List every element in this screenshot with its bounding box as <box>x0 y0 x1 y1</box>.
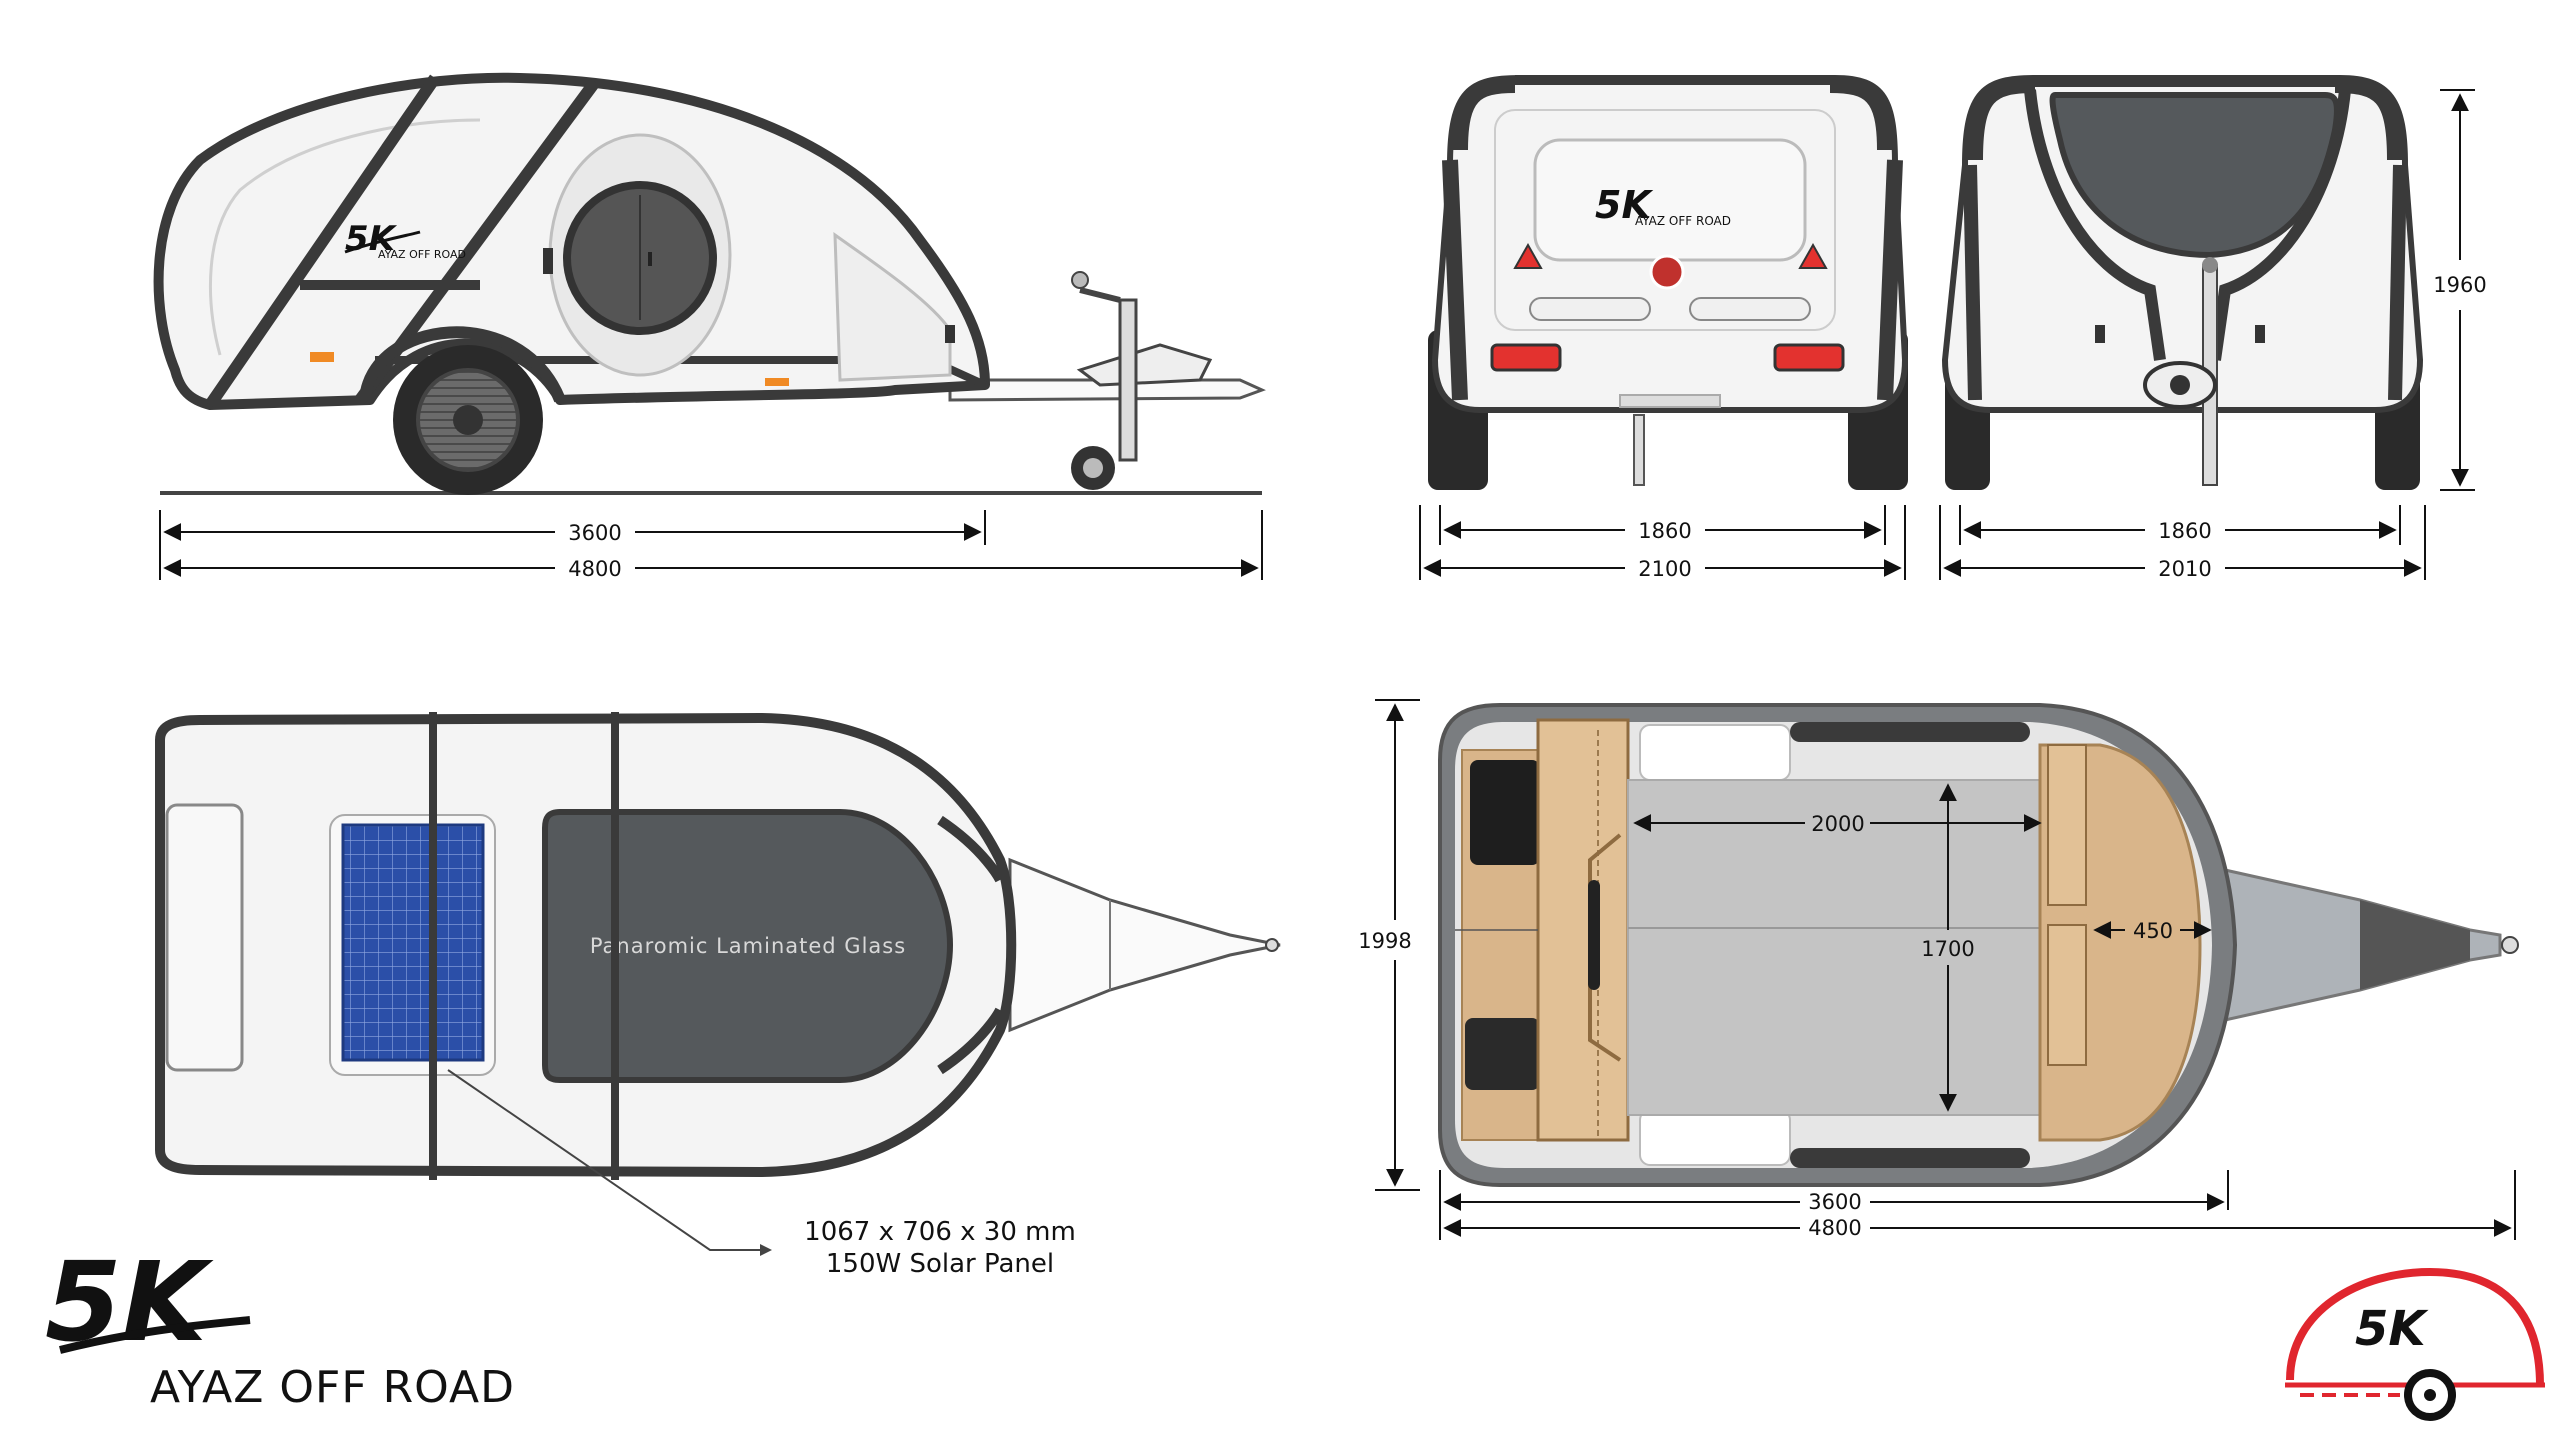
rear-tail-light-left <box>1490 343 1562 372</box>
dim-kitchen-depth: 450 <box>2133 919 2173 943</box>
solar-spec-power: 150W Solar Panel <box>826 1249 1054 1279</box>
brand-emblem-mark: 5K <box>2355 1301 2429 1357</box>
side-marker-rear <box>765 378 789 386</box>
rear-decal-name: AYAZ OFF ROAD <box>1635 214 1731 228</box>
side-dimensions: 3600 4800 <box>159 510 1263 581</box>
rear-decal: 5K AYAZ OFF ROAD <box>1595 183 1731 228</box>
solar-spec-size: 1067 x 706 x 30 mm <box>804 1217 1076 1247</box>
side-decal-name: AYAZ OFF ROAD <box>378 248 466 261</box>
plan-inner-dimensions: 2000 1700 450 <box>1455 783 2212 1112</box>
plan-kitchen-block <box>1536 718 1630 1142</box>
side-drawbar <box>948 271 1266 490</box>
rear-hatch <box>1533 138 1807 262</box>
side-porthole <box>548 133 732 377</box>
front-height-dimension: 1960 <box>2433 89 2487 491</box>
dim-plan-total-length: 4800 <box>1808 1216 1861 1240</box>
side-marker-front <box>310 352 334 362</box>
brand-emblem: 5K <box>2285 1267 2545 1421</box>
front-view: 1960 1860 2010 <box>1939 75 2487 581</box>
dim-rear-overall-width: 2100 <box>1638 557 1691 581</box>
plan-bed <box>1627 779 2049 1116</box>
rear-triangle-right <box>1798 242 1828 269</box>
brand-logo: 5K AYAZ OFF ROAD <box>45 1238 515 1413</box>
rear-decal-mark: 5K <box>1595 183 1653 227</box>
dim-bed-length: 2000 <box>1811 812 1864 836</box>
dim-plan-body-length: 3600 <box>1808 1190 1861 1214</box>
glass-label: Panaromic Laminated Glass <box>590 934 906 958</box>
dim-side-total-length: 4800 <box>568 557 621 581</box>
top-solar-panel <box>341 823 485 1062</box>
rear-emblem <box>1649 254 1685 290</box>
floor-plan: 2000 1700 450 1998 3600 4800 <box>1358 699 2519 1240</box>
dim-plan-width: 1998 <box>1358 929 1411 953</box>
dim-rear-axle-track: 1860 <box>1638 519 1691 543</box>
side-wheel <box>393 345 543 495</box>
top-glass <box>542 809 954 1083</box>
dim-side-body-length: 3600 <box>568 521 621 545</box>
dim-front-overall-width: 2010 <box>2158 557 2211 581</box>
front-dimensions: 1860 2010 <box>1939 505 2426 581</box>
top-view: Panaromic Laminated Glass 1067 x 706 x 3… <box>155 712 1281 1279</box>
rear-tail-light-right <box>1773 343 1845 372</box>
brand-logo-name: AYAZ OFF ROAD <box>150 1362 515 1413</box>
dim-front-axle-track: 1860 <box>2158 519 2211 543</box>
rear-view: 5K AYAZ OFF ROAD 1860 2100 <box>1419 75 1909 581</box>
side-view: 5K AYAZ OFF ROAD 3600 4800 <box>153 72 1266 581</box>
dim-bed-width: 1700 <box>1921 937 1974 961</box>
dim-front-height: 1960 <box>2433 273 2486 297</box>
rear-triangle-left <box>1513 242 1543 269</box>
rear-dimensions: 1860 2100 <box>1419 505 1906 581</box>
top-drawbar <box>1008 857 1281 1033</box>
top-roof-hatch <box>165 803 244 1072</box>
plan-outer-dimensions: 1998 3600 4800 <box>1358 699 2516 1240</box>
side-decal: 5K AYAZ OFF ROAD <box>344 219 466 261</box>
solar-callout-line <box>447 1069 760 1251</box>
front-hitch <box>2143 257 2218 486</box>
side-roof-bar-front <box>205 74 440 409</box>
